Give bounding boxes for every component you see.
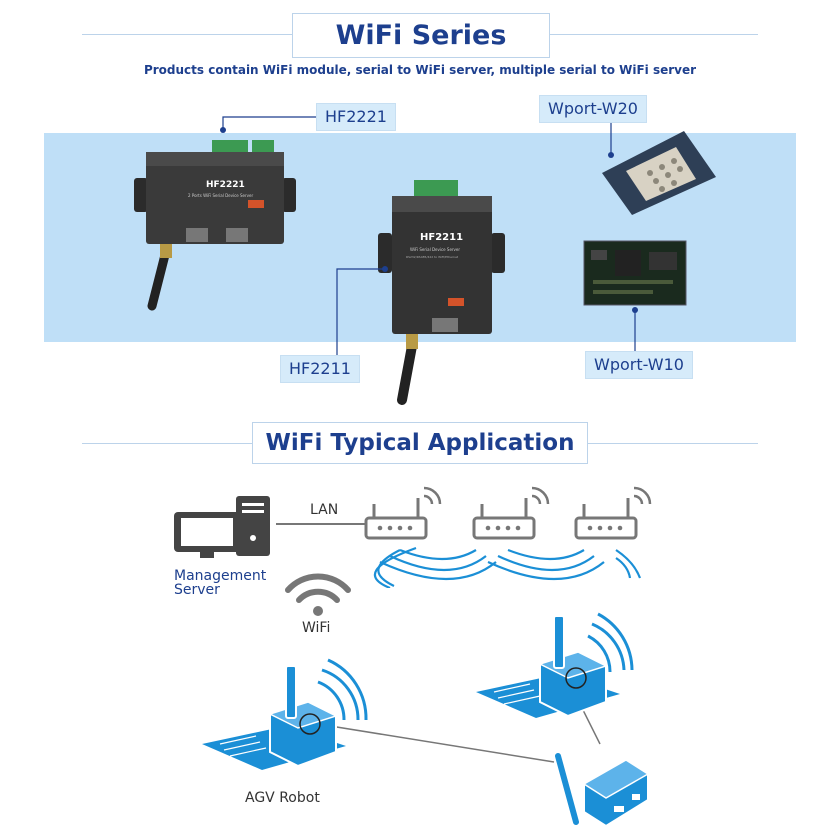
application-rule-left — [82, 443, 252, 444]
product-callout-lines — [220, 116, 638, 370]
hf2221-device-label: HF2221 — [206, 180, 245, 190]
agv-robot-1-icon — [202, 658, 368, 770]
router-group — [364, 486, 652, 588]
agv-robot-2-icon — [476, 612, 634, 718]
wifi-label: WiFi — [302, 620, 331, 636]
management-server-label-line1: Management — [174, 568, 267, 584]
hf2221-device-image — [134, 140, 296, 311]
serial-device-icon — [555, 753, 650, 828]
application-title: WiFi Typical Application — [252, 422, 588, 464]
hf2211-device-image — [378, 180, 505, 405]
management-server-icon — [174, 496, 270, 558]
wifi-coverage-waves — [373, 546, 642, 588]
agv-robot-label: AGV Robot — [245, 790, 320, 806]
router-1-icon — [364, 486, 442, 540]
application-rule-right — [586, 443, 758, 444]
router-2-icon — [472, 486, 550, 540]
hf2221-device-sublabel: 2 Ports WiFi Serial Device Server — [188, 193, 254, 198]
page-subtitle: Products contain WiFi module, serial to … — [143, 63, 697, 77]
hf2211-device-small-text: RS232/RS485/422 to WiFi/Ethernet — [406, 255, 459, 259]
wport-w10-module-image — [583, 240, 687, 306]
header-rule-right — [548, 34, 758, 35]
hf2211-device-label: HF2211 — [420, 232, 464, 243]
lan-line — [276, 523, 366, 525]
hf2211-device-sublabel: WiFi Serial Device Server — [410, 247, 461, 252]
agv-connection-lines — [317, 703, 601, 763]
router-3-icon — [574, 486, 652, 540]
wport-w20-tag: Wport-W20 — [539, 95, 647, 123]
wport-w10-tag: Wport-W10 — [585, 351, 693, 379]
wport-w20-module-image — [602, 131, 716, 215]
hf2211-tag: HF2211 — [280, 355, 360, 383]
header-rule-left — [82, 34, 292, 35]
lan-label: LAN — [310, 502, 339, 518]
hf2221-tag: HF2221 — [316, 103, 396, 131]
management-server-label-line2: Server — [174, 582, 220, 598]
wifi-icon — [285, 573, 351, 616]
page-title: WiFi Series — [292, 13, 550, 58]
